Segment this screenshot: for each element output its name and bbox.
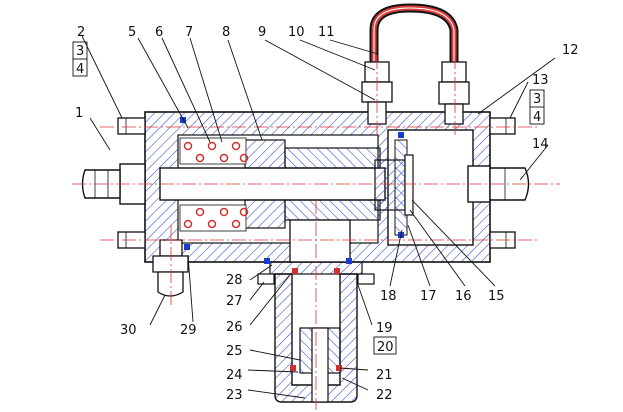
label-28: 28 xyxy=(226,273,243,288)
label-10: 10 xyxy=(288,25,305,40)
label-16: 16 xyxy=(455,289,472,304)
label-4-left: 4 xyxy=(76,62,84,77)
label-13: 13 xyxy=(532,73,549,88)
label-4-right: 4 xyxy=(533,110,541,125)
label-23: 23 xyxy=(226,388,243,403)
label-11: 11 xyxy=(318,25,335,40)
leader-lines xyxy=(81,35,556,399)
lower-spring xyxy=(179,204,249,232)
label-6: 6 xyxy=(155,25,163,40)
label-26: 26 xyxy=(226,320,243,335)
label-21: 21 xyxy=(376,368,393,383)
label-20: 20 xyxy=(377,340,394,355)
label-7: 7 xyxy=(185,25,193,40)
label-5: 5 xyxy=(128,25,136,40)
label-8: 8 xyxy=(222,25,230,40)
centerlines xyxy=(72,55,560,410)
label-17: 17 xyxy=(420,289,437,304)
label-24: 24 xyxy=(226,368,243,383)
label-25: 25 xyxy=(226,344,243,359)
label-12: 12 xyxy=(562,43,579,58)
callout-labels: 1 2 3 4 5 6 7 8 9 10 11 12 13 3 4 14 15 … xyxy=(72,25,579,403)
label-27: 27 xyxy=(226,294,243,309)
label-22: 22 xyxy=(376,388,393,403)
label-3-left: 3 xyxy=(76,44,84,59)
label-2: 2 xyxy=(77,25,85,40)
label-3-right: 3 xyxy=(533,92,541,107)
label-9: 9 xyxy=(258,25,266,40)
label-29: 29 xyxy=(180,323,197,338)
left-inlet-fitting xyxy=(81,163,146,205)
bypass-pipe xyxy=(369,3,459,62)
label-30: 30 xyxy=(120,323,137,338)
label-1: 1 xyxy=(75,106,83,121)
upper-spring xyxy=(179,137,249,165)
label-19: 19 xyxy=(376,321,393,336)
label-box-20 xyxy=(373,336,397,355)
label-18: 18 xyxy=(380,289,397,304)
label-15: 15 xyxy=(488,289,505,304)
label-14: 14 xyxy=(532,137,549,152)
